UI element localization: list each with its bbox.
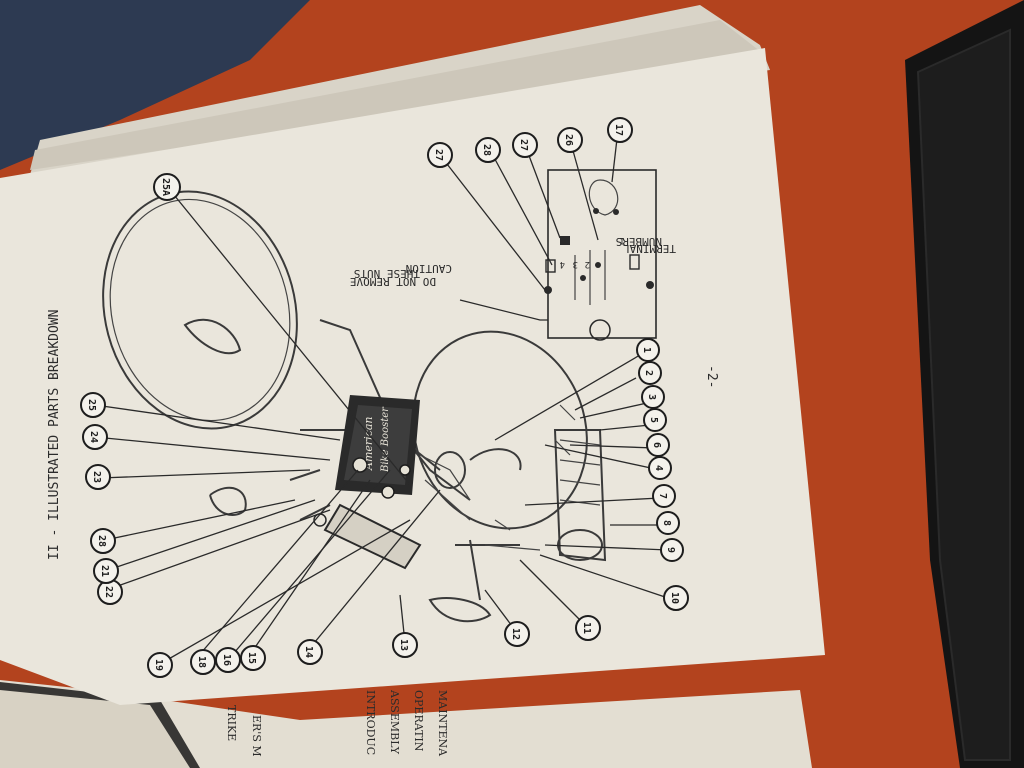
page-stack-edge-2 xyxy=(30,20,765,170)
booklet-toc-introduction: INTRODUC xyxy=(364,690,377,755)
caution-line-2: DO NOT REMOVE xyxy=(350,275,436,288)
svg-text:16: 16 xyxy=(221,654,232,666)
svg-text:21: 21 xyxy=(99,565,110,577)
svg-text:18: 18 xyxy=(196,656,207,668)
svg-text:28: 28 xyxy=(96,535,107,547)
booklet-toc-assembly: ASSEMBLY xyxy=(388,689,401,755)
svg-text:17: 17 xyxy=(613,124,624,136)
callout-8: 8 xyxy=(656,511,680,535)
svg-text:13: 13 xyxy=(398,639,409,651)
panel-brand-line-2: Bike Booster xyxy=(380,406,391,473)
callout-27: 27 xyxy=(427,142,453,168)
booklet-inner-page xyxy=(0,690,190,768)
callout-18: 18 xyxy=(190,649,216,675)
terminal-mark-3: 3 xyxy=(573,259,578,269)
callout-29: 27 xyxy=(512,132,538,158)
svg-text:25A: 25A xyxy=(160,178,171,196)
svg-text:24: 24 xyxy=(88,431,99,443)
terminal-block-inset: 1 2 3 4 xyxy=(459,169,657,341)
callout-15: 15 xyxy=(240,645,266,671)
svg-text:27: 27 xyxy=(518,139,529,151)
callout-9: 9 xyxy=(660,538,684,562)
booklet-toc-maintenance: MAINTENA xyxy=(436,690,449,757)
callout-4: 4 xyxy=(648,456,672,480)
svg-text:5: 5 xyxy=(648,417,659,423)
callout-1: 1 xyxy=(636,338,660,362)
callout-17: 17 xyxy=(607,117,633,143)
callout-2: 2 xyxy=(638,361,662,385)
callout-28-inset: 28 xyxy=(475,137,501,163)
callout-6: 6 xyxy=(646,433,670,457)
callout-16: 16 xyxy=(215,647,241,673)
svg-text:10: 10 xyxy=(669,592,680,604)
callout-5: 5 xyxy=(643,408,667,432)
svg-text:23: 23 xyxy=(91,471,102,483)
terminal-mark-2: 2 xyxy=(585,259,590,269)
callout-11: 11 xyxy=(575,615,601,641)
section-title: II - ILLUSTRATED PARTS BREAKDOWN xyxy=(47,310,62,560)
leader-lines xyxy=(94,129,669,665)
svg-text:12: 12 xyxy=(510,628,521,640)
svg-text:25: 25 xyxy=(86,399,97,411)
caution-line-3: THESE NUTS xyxy=(354,267,420,280)
page-number: -2- xyxy=(704,365,719,388)
svg-text:8: 8 xyxy=(661,520,672,526)
svg-text:15: 15 xyxy=(246,652,257,664)
svg-text:7: 7 xyxy=(657,493,668,499)
device-bezel xyxy=(916,28,1011,761)
callout-26: 26 xyxy=(557,127,583,153)
terminal-mark-1: 1 xyxy=(620,235,625,245)
svg-text:22: 22 xyxy=(103,586,114,598)
callout-12: 12 xyxy=(504,621,530,647)
callout-28-main: 28 xyxy=(90,528,116,554)
svg-text:11: 11 xyxy=(581,622,592,634)
callout-21: 21 xyxy=(93,558,119,584)
booklet-toc-operating: OPERATIN xyxy=(412,690,425,752)
terminal-mark-4: 4 xyxy=(560,259,565,269)
svg-text:14: 14 xyxy=(303,646,314,658)
callout-10: 10 xyxy=(663,585,689,611)
svg-text:3: 3 xyxy=(646,394,657,400)
svg-text:28: 28 xyxy=(481,144,492,156)
callout-14: 14 xyxy=(297,639,323,665)
terminal-heading-2: NUMBERS xyxy=(616,235,662,248)
callout-22: 22 xyxy=(97,579,123,605)
booklet-fragment-trike: TRIKE xyxy=(225,705,238,741)
blue-fabric xyxy=(0,0,310,170)
svg-text:9: 9 xyxy=(665,547,676,553)
booklet-fragment-manual: ER'S M xyxy=(250,715,263,757)
callout-19: 19 xyxy=(147,652,173,678)
svg-text:6: 6 xyxy=(651,442,662,448)
terminal-heading: TERMINAL xyxy=(623,242,676,255)
callout-25: 25 xyxy=(80,392,106,418)
svg-text:27: 27 xyxy=(433,149,444,161)
battery-pack xyxy=(323,503,422,570)
callout-3: 3 xyxy=(641,385,665,409)
callout-13: 13 xyxy=(392,632,418,658)
callout-24: 24 xyxy=(82,424,108,450)
caution-heading: CAUTION xyxy=(406,262,452,275)
callout-23: 23 xyxy=(85,464,111,490)
svg-text:2: 2 xyxy=(643,370,654,376)
underlying-booklet-page xyxy=(0,680,812,768)
callout-25a: 25A xyxy=(153,173,181,201)
callout-7: 7 xyxy=(652,484,676,508)
svg-text:26: 26 xyxy=(563,134,574,146)
svg-text:4: 4 xyxy=(653,465,664,471)
svg-text:1: 1 xyxy=(641,347,652,353)
svg-text:19: 19 xyxy=(153,659,164,671)
